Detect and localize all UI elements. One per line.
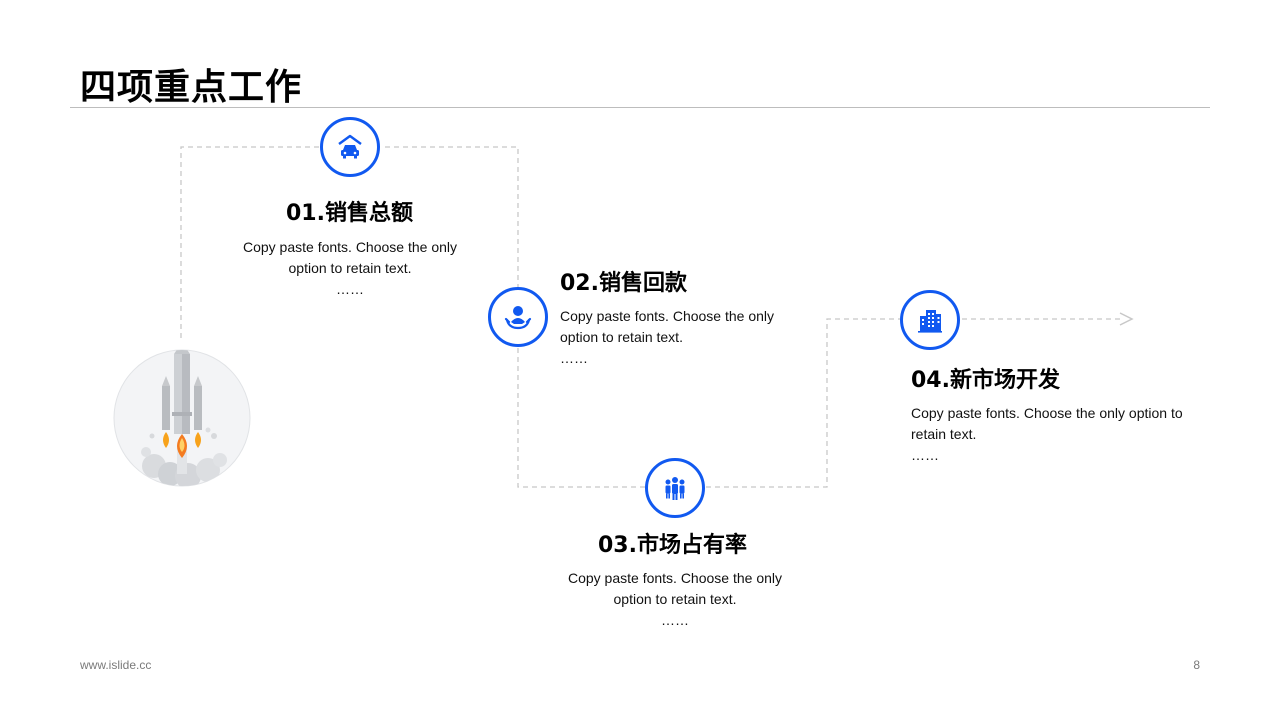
step-3-ellipsis: …… (661, 612, 689, 628)
person-hands-icon (504, 306, 532, 330)
step-4-desc-line-2: retain text. (911, 426, 977, 442)
step-3-desc-line-2: option to retain text. (613, 591, 737, 607)
rocket-launch-icon (113, 349, 251, 487)
step-2-description: Copy paste fonts. Choose the only option… (560, 306, 820, 369)
step-3-title: 03.市场占有率 (598, 533, 747, 558)
rocket-illustration (112, 348, 252, 488)
step-4-title: 04.新市场开发 (911, 368, 1060, 393)
connector-segment-3 (517, 348, 645, 488)
step-2-desc-line-1: Copy paste fonts. Choose the only (560, 308, 775, 324)
step-1-description: Copy paste fonts. Choose the only option… (225, 237, 475, 300)
page-number: 8 (1193, 658, 1200, 672)
connector-segment-1 (180, 146, 320, 338)
step-3-desc-line-1: Copy paste fonts. Choose the only (567, 570, 783, 586)
buildings-icon (918, 310, 942, 333)
step-2-title: 02.销售回款 (560, 271, 687, 296)
slide-title: 四项重点工作 (80, 67, 303, 108)
step-3-icon-badge (645, 458, 705, 518)
arrow-head-icon (1119, 312, 1134, 326)
step-4-icon-badge (900, 290, 960, 350)
step-1-ellipsis: …… (336, 281, 364, 297)
footer-url: www.islide.cc (80, 658, 152, 672)
step-2-icon-badge (488, 287, 548, 347)
connector-segment-4 (706, 318, 900, 488)
step-3-description: Copy paste fonts. Choose the only option… (550, 568, 800, 631)
step-1-desc-line-2: option to retain text. (288, 260, 412, 276)
step-2-desc-line-2: option to retain text. (560, 329, 683, 345)
car-garage-icon (338, 134, 362, 159)
step-1-desc-line-1: Copy paste fonts. Choose the only (242, 239, 458, 255)
group-people-icon (665, 477, 685, 500)
step-1-title: 01.销售总额 (286, 201, 413, 226)
connector-segment-2 (385, 146, 519, 288)
step-2-ellipsis: …… (560, 350, 588, 366)
step-1-icon-badge (320, 117, 380, 177)
title-divider (70, 107, 1210, 108)
step-4-ellipsis: …… (911, 447, 939, 463)
step-4-desc-line-1: Copy paste fonts. Choose the only option… (911, 405, 1183, 421)
step-4-description: Copy paste fonts. Choose the only option… (911, 403, 1211, 466)
